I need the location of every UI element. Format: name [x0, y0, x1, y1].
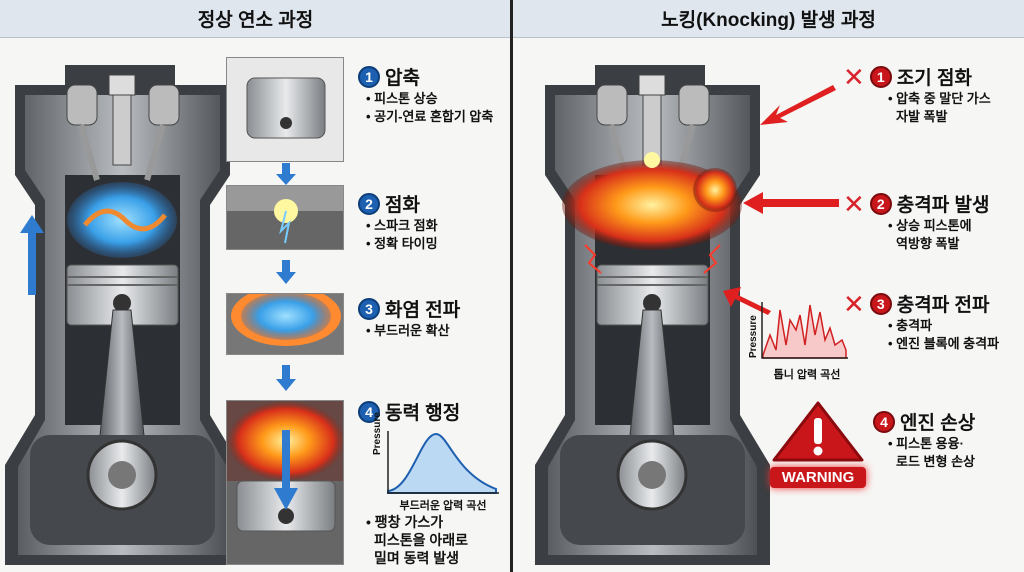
step-bullet: 자발 폭발 — [896, 109, 948, 124]
step-bullet: • 압축 중 말단 가스 — [888, 91, 991, 106]
red-arrow-icon — [743, 192, 839, 214]
step-bullet: • 피스톤 용융· — [888, 436, 964, 451]
step-bullet: • 피스톤 상승 — [366, 91, 438, 106]
step-bullet: • 상승 피스톤에 — [888, 218, 972, 233]
step-title: 동력 행정 — [385, 403, 461, 424]
down-arrow-icon — [274, 430, 298, 510]
step-title: 압축 — [385, 68, 420, 89]
up-arrow-icon — [20, 215, 44, 295]
step-number-badge: 4 — [358, 400, 380, 423]
step-bullet: • 정확 타이밍 — [366, 236, 438, 251]
smooth-pressure-chart: Pressure — [358, 412, 508, 497]
step-bullet: • 충격파 — [888, 318, 933, 333]
step-title: 점화 — [385, 195, 420, 216]
warning-label: WARNING — [770, 467, 866, 488]
chart-caption: 톱니 압력 곡선 — [773, 369, 841, 381]
down-arrow-icon — [276, 163, 296, 185]
down-arrow-icon — [276, 365, 296, 391]
compression-thumbnail — [226, 57, 344, 162]
chart-y-label: Pressure — [748, 315, 759, 358]
step-title: 엔진 손상 — [900, 413, 976, 434]
x-mark-icon: ✕ — [843, 61, 865, 92]
warning-triangle-icon — [772, 401, 864, 462]
panel-divider — [510, 0, 513, 572]
step-number-badge: 3 — [358, 297, 380, 320]
step-bullet: 피스톤을 아래로 — [374, 532, 469, 548]
flame-propagation-thumbnail — [226, 293, 344, 355]
step-number-badge: 2 — [358, 192, 380, 215]
red-arrow-icon — [723, 287, 771, 315]
knocking-engine-illustration — [535, 35, 775, 570]
step-title: 조기 점화 — [896, 68, 972, 89]
step-number-badge: 1 — [358, 65, 380, 88]
chart-caption: 부드러운 압력 곡선 — [399, 500, 487, 512]
ignition-thumbnail — [226, 185, 344, 250]
step-number-badge: 2 — [869, 192, 892, 215]
step-bullet: • 엔진 블록에 충격파 — [888, 336, 1000, 351]
panel-title: 정상 연소 과정 — [0, 0, 511, 38]
step-bullet: 밀며 동력 발생 — [374, 550, 460, 566]
normal-engine-illustration — [5, 35, 245, 570]
step-number-badge: 4 — [873, 410, 895, 433]
x-mark-icon: ✕ — [843, 288, 865, 319]
step-bullet: • 스파크 점화 — [366, 218, 438, 233]
chart-y-label: Pressure — [372, 412, 383, 455]
step-bullet: • 공기-연료 혼합기 압축 — [366, 109, 494, 124]
step-bullet: • 부드러운 확산 — [366, 323, 450, 338]
step-number-badge: 3 — [869, 292, 892, 315]
step-bullet: 역방향 폭발 — [896, 236, 960, 251]
step-title: 충격파 전파 — [896, 295, 990, 316]
step-number-badge: 1 — [869, 65, 892, 88]
down-arrow-icon — [276, 260, 296, 284]
warning-sign: WARNING — [770, 400, 866, 488]
step-bullet: • 팽창 가스가 — [366, 514, 444, 530]
step-title: 충격파 발생 — [896, 195, 990, 216]
panel-title: 노킹(Knocking) 발생 과정 — [513, 0, 1024, 38]
red-arrow-icon — [760, 85, 836, 125]
step-title: 화염 전파 — [385, 300, 461, 321]
step-bullet: 로드 변형 손상 — [896, 454, 975, 469]
x-mark-icon: ✕ — [843, 188, 865, 219]
